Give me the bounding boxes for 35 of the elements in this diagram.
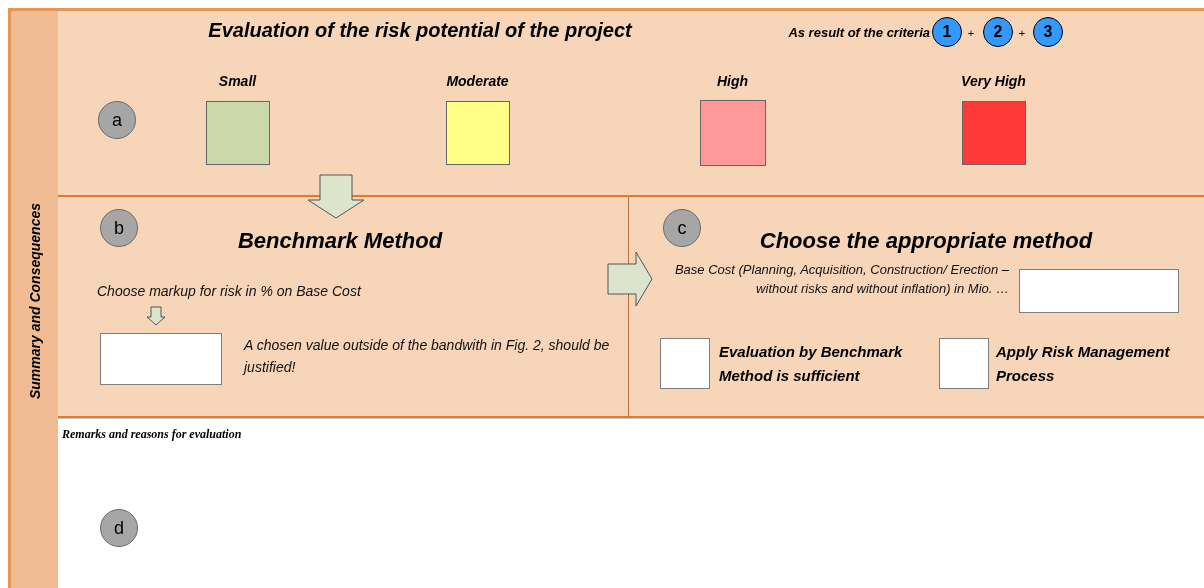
side-title: Summary and Consequences: [25, 201, 44, 402]
section-panel: [628, 197, 1204, 418]
step-marker: c: [663, 209, 701, 247]
instruction-text: Base Cost (Planning, Acquisition, Construction/ Erection – without risks and without inflation) in Mio. …: [673, 261, 1009, 298]
section-title: Choose the appropriate method: [758, 227, 1094, 255]
criteria-number: 2: [983, 17, 1013, 47]
section-title: Evaluation of the risk potential of the project: [207, 18, 634, 43]
option-text: Evaluation by Benchmark Method is sufficient: [719, 342, 904, 386]
side-band: [11, 11, 58, 588]
block-arrow: [307, 174, 365, 219]
block-arrow: [146, 306, 166, 326]
remarks-heading: Remarks and reasons for evaluation: [62, 426, 243, 443]
criteria-text: As result of the criteria: [787, 24, 930, 42]
plus-sign: +: [966, 26, 976, 41]
input-box: [100, 333, 222, 385]
section-panel: [58, 11, 1204, 197]
step-marker: b: [100, 209, 138, 247]
plus-sign: +: [1017, 26, 1027, 41]
risk-level-label: High: [716, 72, 749, 90]
input-box: [1019, 269, 1179, 313]
risk-level-label: Very High: [961, 72, 1026, 90]
input-box: [660, 338, 710, 389]
criteria-number: 1: [932, 17, 962, 47]
section-panel: [58, 197, 628, 418]
criteria-number: 3: [1033, 17, 1063, 47]
block-arrow: [607, 251, 653, 307]
input-box: [939, 338, 989, 389]
note-text: A chosen value outside of the bandwith in Fig. 2, should be justified!: [244, 336, 611, 377]
step-marker: a: [98, 101, 136, 139]
risk-level-label: Small: [218, 72, 257, 90]
section-title: Benchmark Method: [236, 227, 444, 255]
step-marker: d: [100, 509, 138, 547]
risk-level-label: Moderate: [446, 72, 509, 90]
option-text: Apply Risk Management Process: [996, 342, 1171, 386]
instruction-text: Choose markup for risk in % on Base Cost: [97, 282, 363, 301]
